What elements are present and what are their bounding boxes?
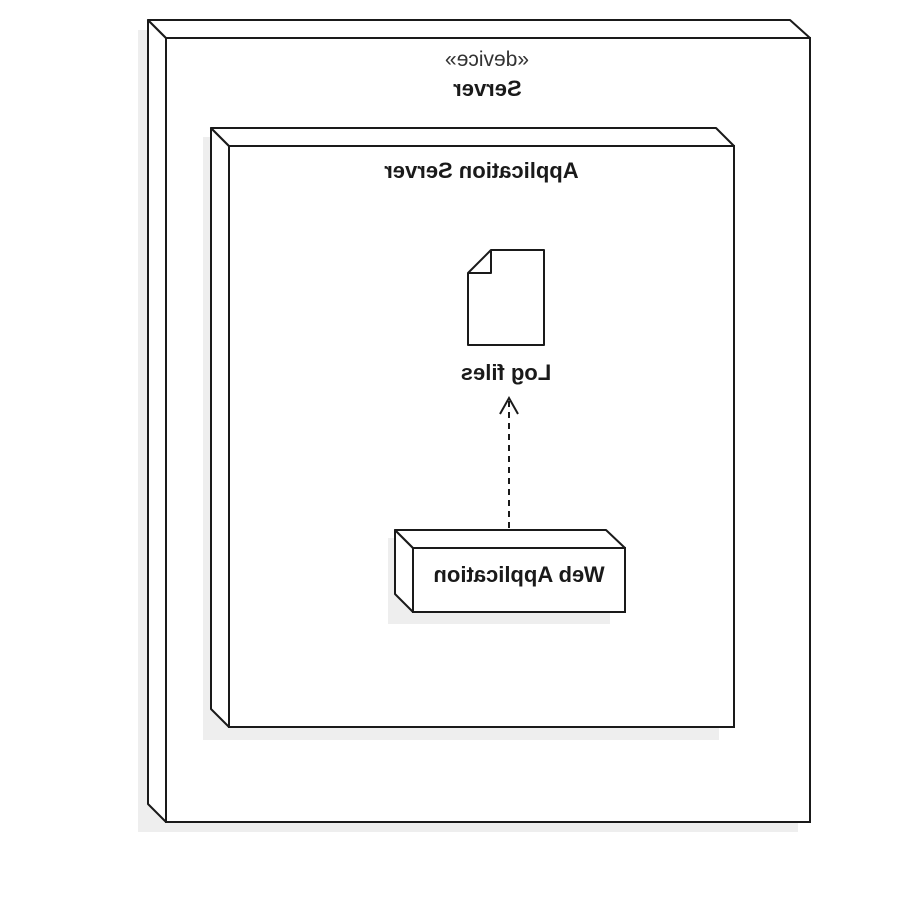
application-server-top-face <box>210 127 735 147</box>
log-files-label: Log files <box>461 360 551 385</box>
application-server-name: Application Server <box>384 158 579 183</box>
server-stereotype: «device» <box>445 48 529 71</box>
application-server-front-face <box>228 145 735 728</box>
server-node-side-face <box>147 19 167 823</box>
server-name: Server <box>453 76 522 101</box>
web-application-front-face <box>412 547 626 613</box>
web-application-label: Web Application <box>433 562 604 587</box>
dependency-arrow[interactable] <box>499 395 519 528</box>
application-server-node[interactable]: Application Server <box>203 127 735 740</box>
web-application-node[interactable]: Web Application <box>388 529 626 624</box>
dependency-arrowhead <box>499 395 519 415</box>
web-application-top-face <box>394 529 626 549</box>
application-server-side-face <box>210 127 230 728</box>
document-icon <box>467 249 545 346</box>
log-files-artifact[interactable]: Log files <box>461 249 551 385</box>
server-node-top-face <box>147 19 811 39</box>
